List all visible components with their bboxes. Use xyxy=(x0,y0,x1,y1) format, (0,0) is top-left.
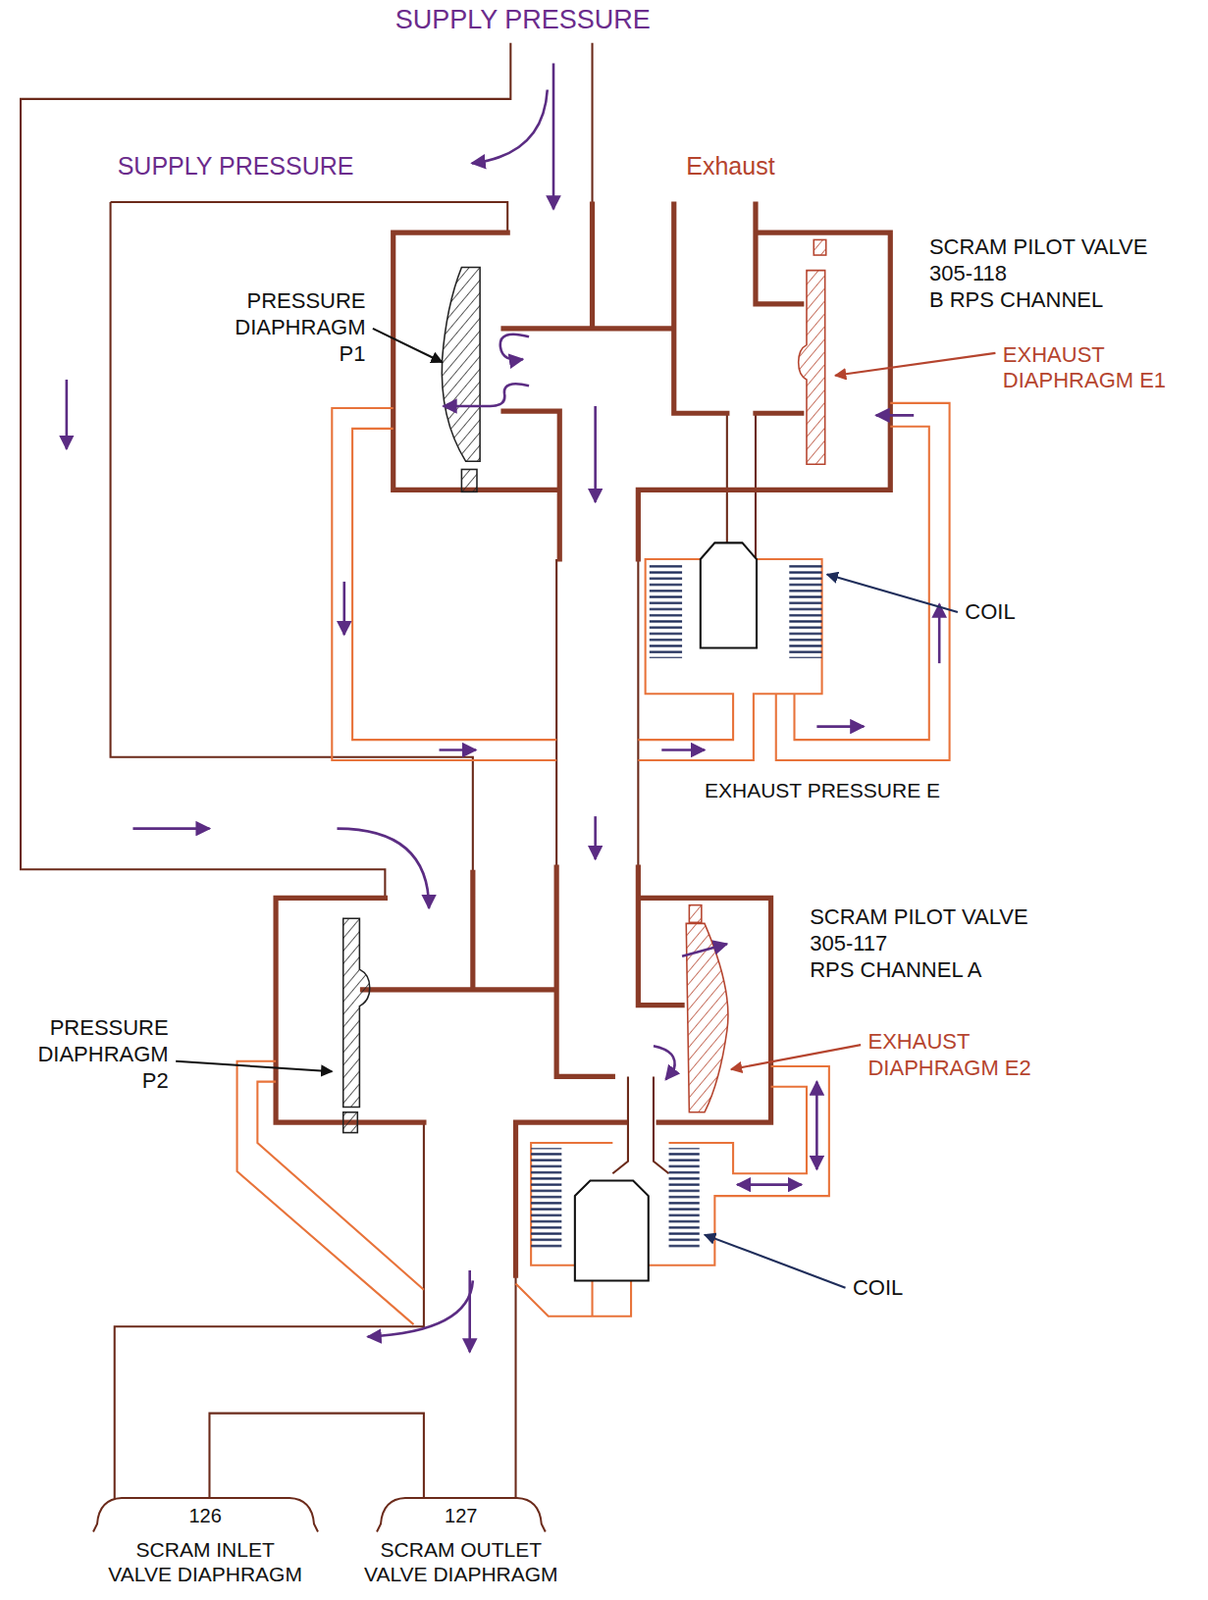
coil-symbol xyxy=(669,1148,700,1251)
valve-diaphragm: 127SCRAM OUTLET VALVE DIAPHRAGM xyxy=(375,1496,547,1533)
exhaust-diaphragm xyxy=(798,270,826,466)
valve-diaphragm: 126SCRAM INLET VALVE DIAPHRAGM xyxy=(92,1496,319,1533)
exhaust-pipe xyxy=(237,403,950,1325)
pressure-diaphragm xyxy=(343,918,370,1107)
leader-line xyxy=(731,1045,861,1070)
flow-arrow xyxy=(876,414,914,418)
flow-arrow xyxy=(736,1183,802,1187)
callout-label: EXHAUST DIAPHRAGM E2 xyxy=(867,1029,1031,1083)
solenoid-plunger xyxy=(700,542,757,648)
callout-number: 126 xyxy=(92,1496,319,1528)
leader-line xyxy=(372,328,443,363)
callout-label: SUPPLY PRESSURE xyxy=(395,3,651,37)
callout-label: COIL xyxy=(964,599,1015,627)
callout-label: PRESSURE DIAPHRAGM P2 xyxy=(37,1015,168,1095)
callout-label: SUPPLY PRESSURE xyxy=(117,151,355,182)
callout-label: COIL xyxy=(852,1275,903,1303)
flow-arrow xyxy=(815,1082,819,1170)
callout-label: EXHAUST PRESSURE E xyxy=(704,778,941,804)
coil-symbol xyxy=(530,1148,562,1251)
flow-arrow xyxy=(593,816,597,860)
callout-label: PRESSURE DIAPHRAGM P1 xyxy=(234,288,366,368)
diaphragm-seat xyxy=(343,1112,359,1134)
flow-arrow xyxy=(367,1280,473,1337)
flow-arrow xyxy=(661,748,705,752)
supply-pipe xyxy=(20,43,756,1500)
flow-arrow xyxy=(552,62,556,210)
flow-arrow xyxy=(443,383,529,407)
flow-arrow xyxy=(132,827,210,831)
leader-line xyxy=(835,353,996,376)
flow-arrow xyxy=(336,829,429,909)
coil-symbol xyxy=(649,564,683,659)
coil-symbol xyxy=(788,564,822,659)
flow-arrow xyxy=(593,406,597,503)
flow-arrow xyxy=(65,379,69,450)
flow-arrows xyxy=(66,62,940,1353)
leader-line xyxy=(704,1235,846,1289)
callout-number: 127 xyxy=(375,1496,547,1528)
callout-label: EXHAUST DIAPHRAGM E1 xyxy=(1002,342,1166,396)
pressure-diaphragm xyxy=(441,267,480,463)
flow-arrow xyxy=(938,604,942,664)
flow-arrow xyxy=(472,90,548,164)
diaphragm-seat xyxy=(813,239,826,256)
callout-label: SCRAM PILOT VALVE 305-118 B RPS CHANNEL xyxy=(929,234,1149,314)
leader-line xyxy=(175,1061,332,1072)
callout-label: SCRAM PILOT VALVE 305-117 RPS CHANNEL A xyxy=(809,904,1029,984)
leader-lines xyxy=(175,328,996,1289)
flow-arrow xyxy=(682,944,728,956)
flow-arrow xyxy=(439,748,476,752)
flow-arrow xyxy=(816,725,864,729)
part-name: SCRAM INLET VALVE DIAPHRAGM xyxy=(107,1537,303,1587)
part-name: SCRAM OUTLET VALVE DIAPHRAGM xyxy=(364,1537,559,1587)
exhaust-diaphragm xyxy=(685,923,729,1112)
diaphragm-seat xyxy=(461,469,477,492)
flow-arrow xyxy=(500,334,529,361)
flow-arrow xyxy=(653,1046,676,1080)
leader-line xyxy=(827,575,958,613)
solenoid-plunger xyxy=(575,1180,649,1281)
flow-arrow xyxy=(342,581,346,635)
flow-arrow xyxy=(468,1270,472,1353)
callout-label: Exhaust xyxy=(685,151,775,182)
diaphragm-seat xyxy=(688,905,701,924)
